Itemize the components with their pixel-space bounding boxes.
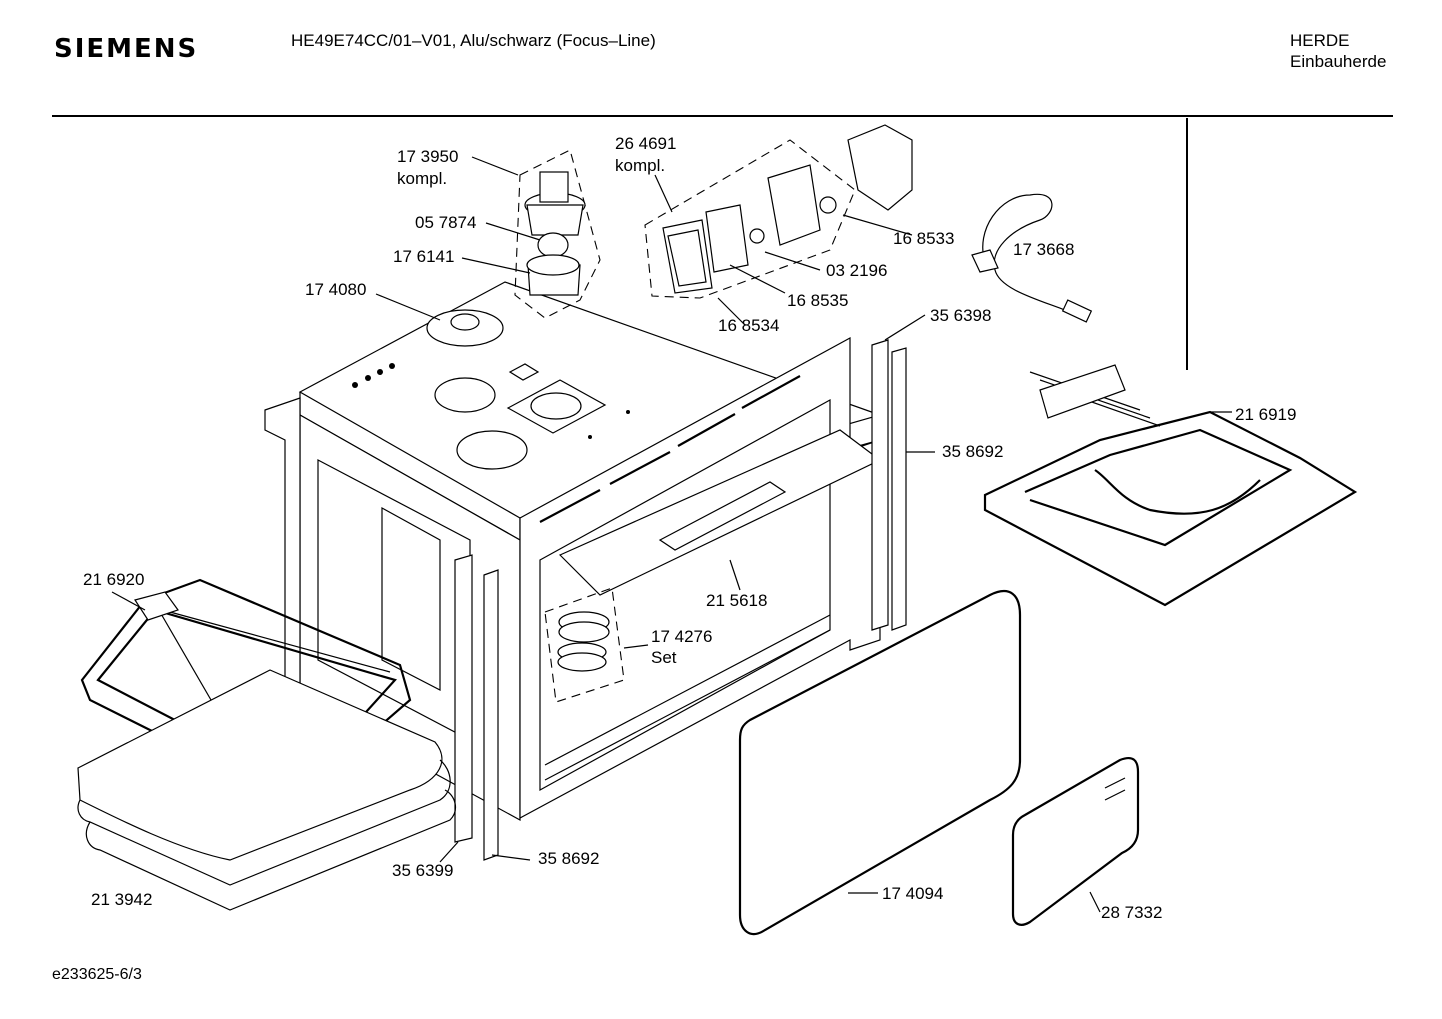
part-number-label: 03 2196 <box>826 261 888 280</box>
oven-cavity-body <box>264 281 882 822</box>
part-number-label: 16 8533 <box>893 229 955 248</box>
drawing-code: e233625-6/3 <box>52 966 142 983</box>
top-plate-hole <box>456 430 528 470</box>
front-vent-slots <box>539 375 801 523</box>
part-number-label: 21 6920 <box>83 570 145 589</box>
part-note-label: Set <box>651 648 677 667</box>
part-number-label: 17 3668 <box>1013 240 1075 259</box>
brand-logo: SIEMENS <box>54 34 199 64</box>
fan-set <box>544 587 625 703</box>
left-rail-pair <box>454 554 499 861</box>
part-number-label: 21 6919 <box>1235 405 1297 424</box>
part-number-label: 28 7332 <box>1101 903 1163 922</box>
oven-lamp-assembly <box>644 124 913 299</box>
part-number-label: 35 6398 <box>930 306 992 325</box>
part-number-label: 17 4276 <box>651 627 713 646</box>
top-grill-heating-element <box>983 364 1358 607</box>
subcategory-title: Einbauherde <box>1290 52 1387 71</box>
part-number-label: 35 8692 <box>942 442 1004 461</box>
category-title: HERDE <box>1290 31 1350 50</box>
mounting-disc <box>426 309 504 347</box>
right-rail-pair <box>871 339 907 631</box>
part-number-label: 16 8534 <box>718 316 780 335</box>
top-plate-hole <box>434 377 496 413</box>
part-number-label: 17 4094 <box>882 884 944 903</box>
part-number-label: 21 5618 <box>706 591 768 610</box>
leader-lines <box>111 156 1232 913</box>
insulation-mat <box>77 669 457 911</box>
part-number-label: 17 4080 <box>305 280 367 299</box>
part-note-label: kompl. <box>615 156 666 175</box>
part-number-label: 16 8535 <box>787 291 849 310</box>
part-note-label: kompl. <box>397 169 448 188</box>
temperature-sensor <box>971 193 1093 323</box>
part-number-label: 26 4691 <box>615 134 677 153</box>
door-seal-small <box>1011 756 1140 926</box>
part-number-label: 35 6399 <box>392 861 454 880</box>
thermostat-assembly <box>514 149 601 319</box>
part-number-label: 05 7874 <box>415 213 477 232</box>
part-number-label: 35 8692 <box>538 849 600 868</box>
door-seal-large <box>738 590 1022 936</box>
part-number-label: 17 3950 <box>397 147 459 166</box>
part-number-label: 17 6141 <box>393 247 455 266</box>
model-designation: HE49E74CC/01–V01, Alu/schwarz (Focus–Lin… <box>291 31 656 50</box>
part-number-label: 21 3942 <box>91 890 153 909</box>
